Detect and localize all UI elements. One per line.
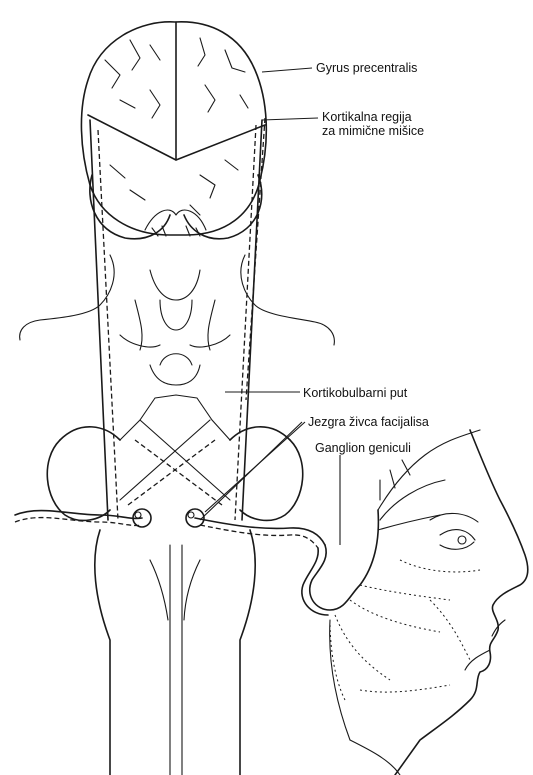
facial-nuclei (133, 509, 204, 527)
label-cortical-region-line1: Kortikalna regija (322, 110, 412, 124)
facial-nerve (15, 510, 378, 615)
label-corticobulbar-tract: Kortikobulbarni put (303, 386, 407, 400)
label-cortical-region-line2: za mimične mišice (322, 124, 424, 138)
brainstem (20, 255, 335, 775)
label-gyrus-precentralis: Gyrus precentralis (316, 61, 417, 75)
corticobulbar-tracts (90, 118, 265, 520)
leader-lines (200, 68, 340, 545)
label-facial-nucleus: Jezgra živca facijalisa (308, 415, 429, 429)
face-profile (330, 430, 528, 775)
cerebral-hemispheres (81, 22, 266, 239)
label-geniculate-ganglion: Ganglion geniculi (315, 441, 411, 455)
